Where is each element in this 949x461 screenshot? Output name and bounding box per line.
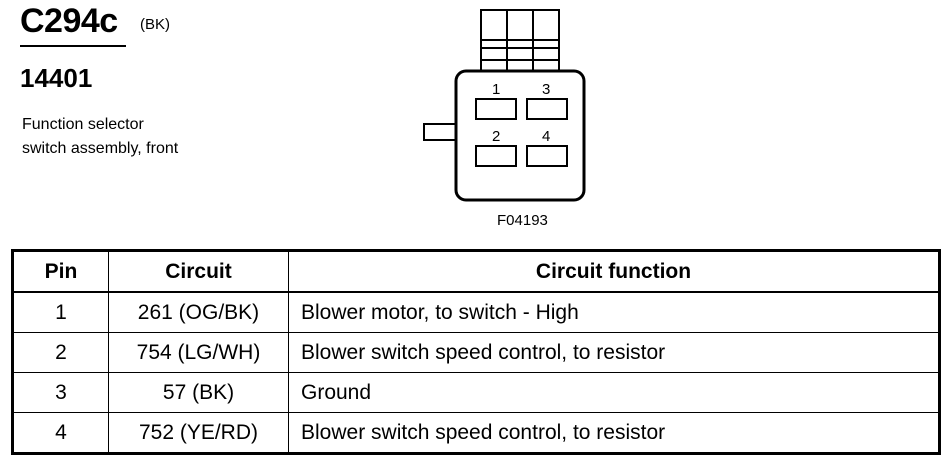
pin-4-cavity — [526, 145, 568, 167]
connector-housing — [454, 69, 586, 202]
circuit-function-cell: Blower motor, to switch - High — [288, 291, 940, 333]
connector-face-diagram: 1 3 2 4 — [423, 9, 586, 202]
circuit-function-cell: Ground — [288, 372, 940, 413]
circuit-cell: 754 (LG/WH) — [108, 332, 289, 373]
figure-id: F04193 — [497, 212, 548, 229]
table-row: 3 57 (BK) Ground — [12, 372, 940, 413]
circuit-function-cell: Blower switch speed control, to resistor — [288, 332, 940, 373]
pin-3-cavity — [526, 98, 568, 120]
pin-cell: 4 — [12, 412, 109, 454]
circuit-cell: 752 (YE/RD) — [108, 412, 289, 454]
pin-cell: 3 — [12, 372, 109, 413]
circuit-cell: 57 (BK) — [108, 372, 289, 413]
column-header-circuit: Circuit — [108, 250, 289, 293]
table-row: 1 261 (OG/BK) Blower motor, to switch - … — [12, 291, 940, 333]
connector-id: C294c — [20, 2, 118, 40]
connector-description: Function selector switch assembly, front — [22, 116, 179, 157]
connector-side-tab — [423, 123, 457, 141]
circuit-cell: 261 (OG/BK) — [108, 291, 289, 333]
connector-latch — [480, 9, 560, 77]
table-header-row: Pin Circuit Circuit function — [12, 250, 940, 293]
table-row: 2 754 (LG/WH) Blower switch speed contro… — [12, 332, 940, 373]
part-number: 14401 — [20, 63, 93, 93]
circuit-function-cell: Blower switch speed control, to resistor — [288, 412, 940, 454]
pin-3-label: 3 — [542, 81, 550, 98]
table-row: 4 752 (YE/RD) Blower switch speed contro… — [12, 412, 940, 454]
column-header-pin: Pin — [12, 250, 109, 293]
column-header-circuit-function: Circuit function — [288, 250, 940, 293]
pin-cell: 1 — [12, 291, 109, 333]
pin-2-cavity — [475, 145, 517, 167]
pin-4-label: 4 — [542, 128, 550, 145]
pin-1-label: 1 — [492, 81, 500, 98]
color-code: (BK) — [140, 16, 170, 33]
pinout-table: Pin Circuit Circuit function 1 261 (OG/B… — [11, 249, 941, 455]
title-underline — [20, 45, 126, 47]
pin-1-cavity — [475, 98, 517, 120]
pin-cell: 2 — [12, 332, 109, 373]
pin-2-label: 2 — [492, 128, 500, 145]
